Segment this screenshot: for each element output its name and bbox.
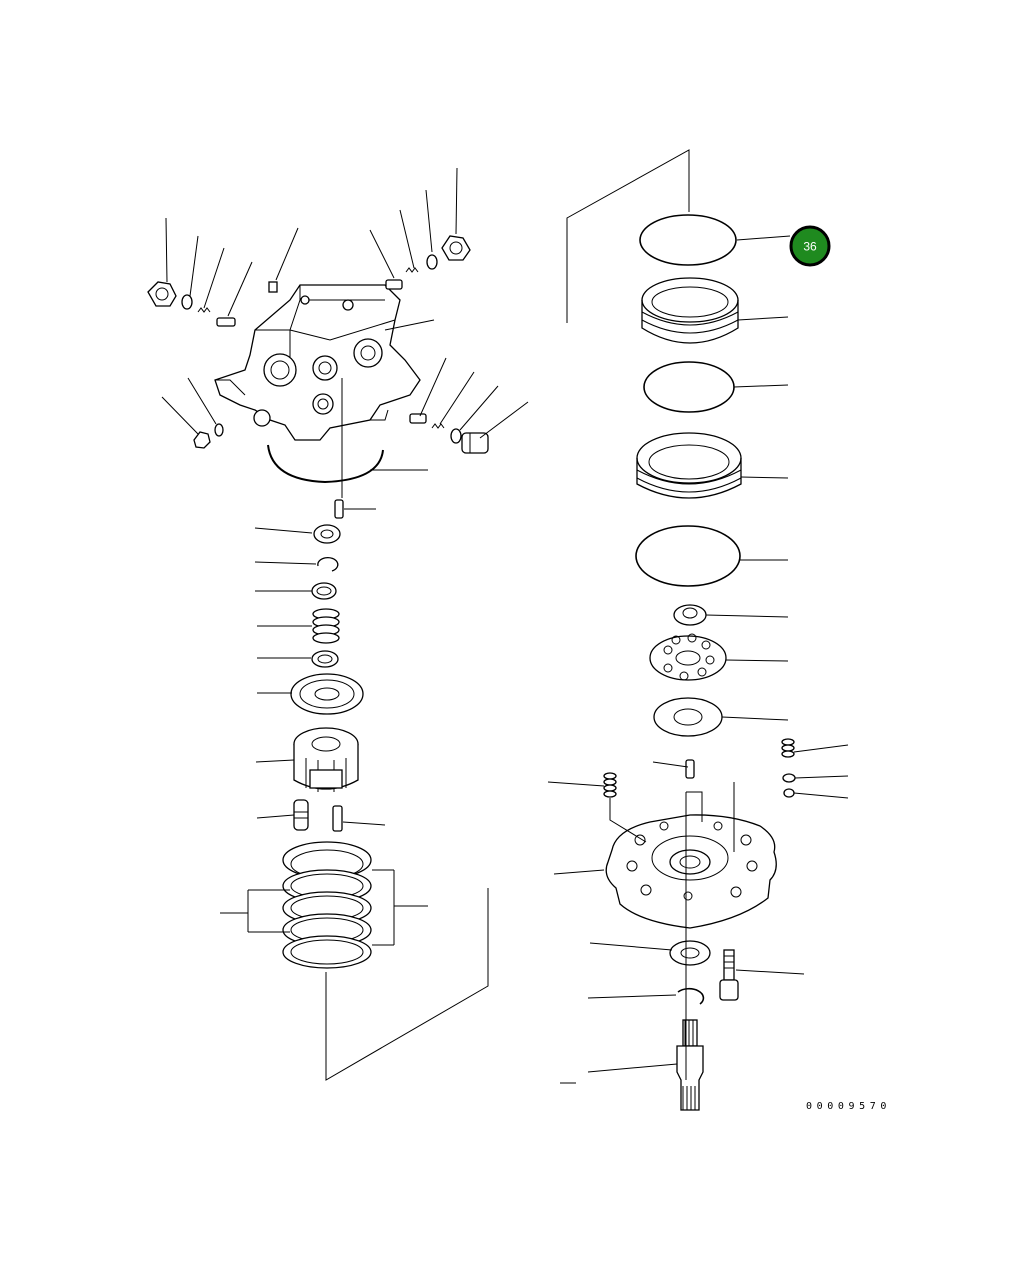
seal-ring-top (641, 277, 739, 344)
spring-lower-right (431, 423, 445, 429)
output-shaft (676, 1019, 704, 1111)
roller-bearing (669, 940, 711, 966)
o-ring-bottom (635, 525, 741, 587)
drawing-code: 00009570 (806, 1101, 891, 1112)
brake-discs (282, 841, 372, 969)
washer-a (311, 582, 337, 600)
brake-piston-flange (605, 814, 777, 929)
washer-small-a (782, 773, 796, 783)
thrust-washer (653, 697, 723, 737)
cylinder-block (293, 727, 359, 792)
cap-screw (719, 949, 739, 1001)
pin-upper (334, 499, 344, 519)
o-ring-36 (639, 214, 737, 266)
bushing-nut (673, 604, 707, 626)
o-ring-middle (643, 361, 735, 413)
plug-upper-right (441, 235, 471, 261)
spring-right-right (781, 738, 795, 758)
bearing-small (313, 524, 341, 544)
spring-upper-left (197, 307, 211, 313)
washer-b (311, 650, 339, 668)
poppet-upper-right (385, 279, 403, 290)
o-ring-upper-left (181, 294, 193, 310)
piston-shoe (293, 799, 309, 831)
snap-ring-right (677, 987, 705, 1005)
poppet-lower-right (409, 413, 427, 424)
pin-lower (332, 805, 343, 832)
spring-right-left (603, 772, 617, 798)
retainer-plate (649, 633, 727, 681)
leader-lines (161, 149, 849, 1084)
callout-badge-36[interactable]: 36 (789, 225, 831, 267)
valve-housing (214, 284, 421, 441)
o-ring-lower-right (450, 428, 462, 444)
spring-upper-right (405, 267, 419, 273)
plug-upper-left (147, 281, 177, 307)
callout-badge-label: 36 (803, 240, 817, 254)
washer-small-b (783, 788, 795, 798)
spring-left (312, 608, 340, 644)
snap-ring-left (317, 557, 339, 572)
seal-ring-large (636, 432, 742, 499)
pin-right (685, 759, 695, 779)
o-ring-upper-right (426, 254, 438, 270)
plug-lower-left (193, 431, 211, 449)
screw-top (268, 281, 278, 293)
valve-plate (290, 673, 364, 715)
poppet-upper-left (216, 317, 236, 327)
plug-lower-right (461, 432, 489, 454)
o-ring-lower-left (214, 423, 224, 437)
o-ring-housing (267, 444, 384, 484)
